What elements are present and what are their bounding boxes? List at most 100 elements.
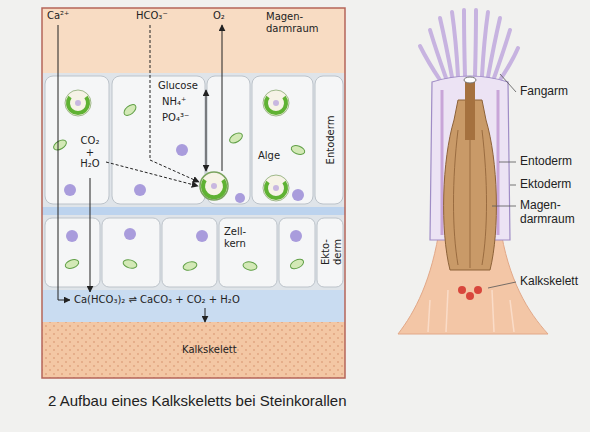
substance-label: Ca²⁺ [47,10,69,22]
part-label: Magen- darmraum [520,199,586,227]
alga [65,90,91,116]
node-text: Kalkskelett [182,344,237,356]
nucleus [196,230,208,242]
chloroplast [203,180,225,197]
alga-nucleus [273,185,279,191]
nucleus [290,230,302,242]
part-label: Kalkskelett [520,275,578,289]
skeleton-band [42,322,345,378]
panel-border [42,8,345,378]
mesoglea [42,207,345,215]
tentacle [464,10,465,76]
entoderm-band [42,73,345,207]
nucleus [292,189,304,201]
substance-label: Alge [258,150,280,162]
leader-line [510,185,516,186]
reaction-arrow [58,73,70,300]
leader-line [500,74,516,92]
site-dot [466,292,474,300]
tentacle [475,10,476,76]
co2-arrow [106,162,198,186]
mouth [464,77,476,83]
nucleus [134,184,146,196]
leader-lines [488,74,516,288]
mitochondrion [289,257,305,270]
leader-line [499,162,516,163]
mitochondrion [228,131,244,145]
node-text: Entoderm [325,116,337,165]
nucleus [176,144,188,156]
mitochondrion [242,261,257,271]
site-dot [458,286,466,294]
alga-nucleus [273,100,279,106]
nucleus [124,228,136,240]
substance-label: NH₄⁺ [162,96,186,108]
tentacles [420,10,518,80]
leader-line [492,206,516,207]
alga-cell [263,175,289,201]
tentacle [440,18,452,77]
node-text: Ca(HCO₃)₂ ⇌ CaCO₃ + CO₂ + H₂O [70,292,244,308]
bicarbonate-arrow [150,25,199,182]
skeleton-septa [428,290,514,332]
leader-line [488,282,516,288]
gut-cavity-region: Magen- darmraum [42,8,345,73]
septum [492,290,494,332]
alga-cell [200,172,228,200]
co2-path [90,178,91,207]
skeleton-region: Kalkskelett [42,322,345,378]
calcifying-site [458,286,482,300]
reaction-box: Ca(HCO₃)₂ ⇌ CaCO₃ + CO₂ + H₂O [70,292,244,308]
site-dot [474,286,482,294]
node-text: Magen- darmraum [266,11,340,34]
nucleus [235,193,245,203]
ektoderm-layer: Ekto- derm [42,215,345,290]
cell [317,218,343,287]
nucleus [66,230,78,242]
tentacle [482,12,488,76]
alga-cell [65,90,91,116]
substance-label: CO₂ + H₂O [75,135,105,170]
cell [45,76,109,204]
substance-label: PO₄³⁻ [162,112,189,124]
ektoderm-band [42,215,345,290]
cell [279,218,315,287]
cell [219,218,277,287]
septum [510,300,514,332]
mitochondrion [52,138,68,152]
nuclei [64,144,304,242]
chloroplast [68,97,88,113]
ion-path [58,25,59,73]
mitochondrion [64,258,80,270]
cell [315,76,343,204]
pharynx [465,80,475,140]
cell [45,218,100,287]
cell [162,218,217,287]
reaction-arrow [205,308,206,322]
mitochondrion [122,258,138,269]
substance-label: Glucose [158,80,198,92]
node-text: Ekto- derm [320,236,343,268]
cell [112,76,205,204]
calcifying-layer [42,290,345,322]
chloroplast [266,97,286,113]
tentacle [500,48,518,80]
gut-cavity-band [42,8,345,73]
exchange-arrow [206,90,207,171]
cell [102,218,160,287]
mitochondrion [182,260,198,271]
substance-label: HCO₃⁻ [136,10,168,22]
reaction-arrow [90,207,91,292]
substance-label: Zell- kern [224,226,258,249]
figure-caption: 2 Aufbau eines Kalkskeletts bei Steinkor… [48,392,347,409]
alga [263,90,289,116]
septum [428,300,430,332]
alga-cell [263,90,289,116]
alga [200,172,228,200]
